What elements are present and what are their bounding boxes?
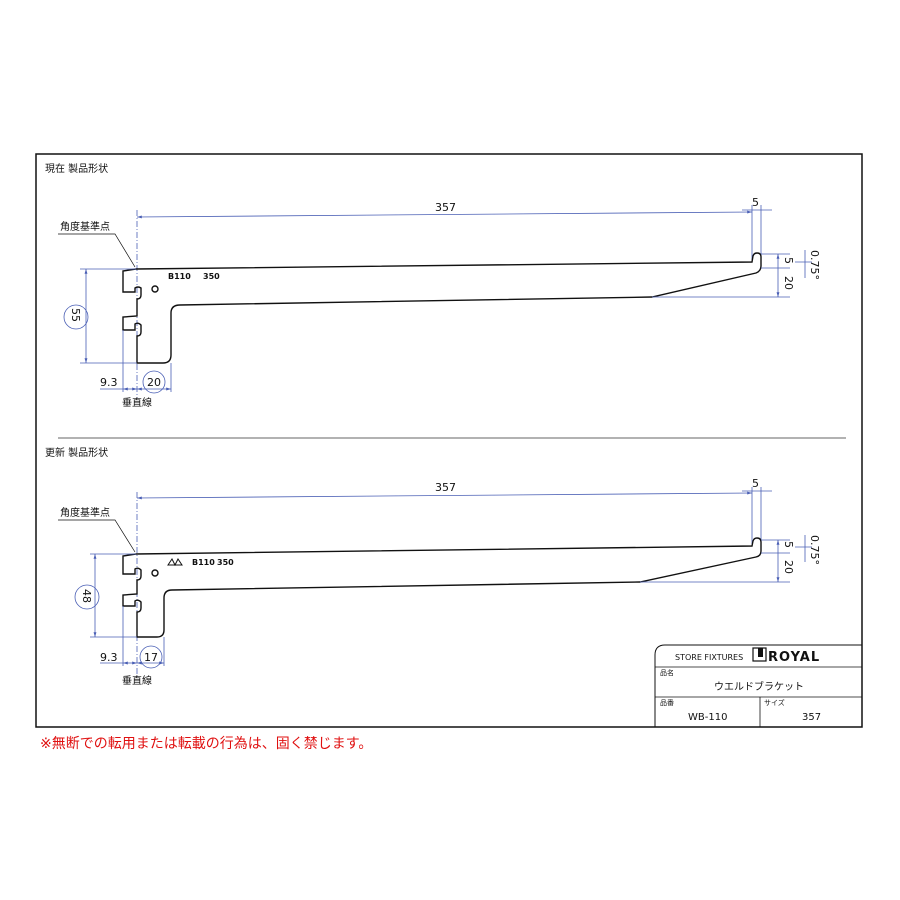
bracket-outline-updated	[122, 537, 762, 638]
number-label: 品番	[660, 699, 674, 707]
marking-code: B110	[168, 272, 191, 281]
section-title: 現在 製品形状	[45, 162, 108, 175]
width-value: 20	[147, 376, 161, 389]
reference-point-label: 角度基準点	[60, 220, 110, 233]
height-value: 48	[80, 589, 93, 603]
lip-height-value: 5	[782, 541, 795, 548]
title-block: STORE FIXTURES ROYAL 品名 ウエルドブラケット 品番 WB-…	[654, 644, 862, 727]
angle-value: 0.75°	[808, 535, 821, 565]
product-name: ウエルドブラケット	[714, 680, 804, 693]
copyright-warning: ※無断での転用または転載の行為は、固く禁じます。	[40, 736, 373, 752]
vertical-line-label: 垂直線	[122, 396, 152, 409]
name-label: 品名	[660, 668, 674, 677]
width-value: 17	[144, 651, 158, 664]
offset-value: 9.3	[100, 651, 118, 664]
length-value: 357	[435, 481, 456, 494]
bracket-hole	[151, 285, 159, 293]
drawing-frame	[35, 153, 863, 728]
bracket-outline-current	[122, 252, 762, 364]
length-dimension	[136, 210, 753, 219]
offset-value: 9.3	[100, 376, 118, 389]
marking-size: 350	[217, 558, 234, 567]
lip-value: 5	[752, 477, 759, 490]
current-section: 現在 製品形状 357 5 角度基準点 B110 350 5 20 0.75° …	[45, 162, 821, 409]
length-value: 357	[435, 201, 456, 214]
brand-logo: ROYAL	[768, 650, 820, 665]
section-title: 更新 製品形状	[45, 446, 108, 459]
marking-size: 350	[203, 272, 220, 281]
height-value: 55	[69, 308, 82, 322]
reference-point-label: 角度基準点	[60, 506, 110, 519]
maker-logo-icon	[167, 558, 183, 567]
product-size: 357	[802, 712, 821, 723]
lip-value: 5	[752, 196, 759, 209]
taper-value: 20	[782, 560, 795, 574]
taper-value: 20	[782, 276, 795, 290]
length-dimension	[136, 491, 753, 500]
bracket-hole	[151, 569, 159, 577]
company-name: STORE FIXTURES	[675, 653, 743, 662]
vertical-line-label: 垂直線	[122, 674, 152, 687]
marking-code: B110	[192, 558, 215, 567]
product-number: WB-110	[688, 712, 727, 723]
updated-section: 更新 製品形状 357 5 角度基準点 B110 350 5 20 0.75° …	[45, 446, 821, 687]
angle-value: 0.75°	[808, 250, 821, 280]
lip-height-value: 5	[782, 257, 795, 264]
size-label: サイズ	[764, 698, 785, 707]
